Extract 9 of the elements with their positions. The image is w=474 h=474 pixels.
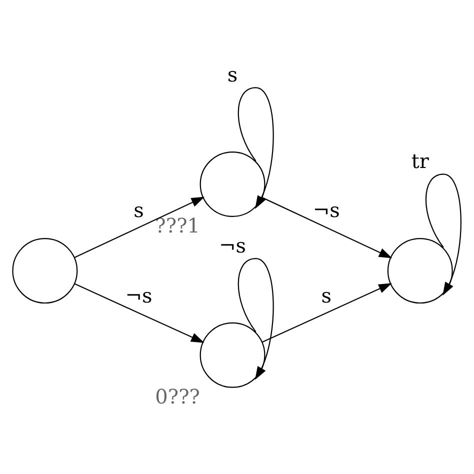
edge-label: s [321, 282, 332, 307]
edge-label: tr [411, 148, 429, 173]
edge-label: ¬s [125, 282, 152, 307]
edge-label: s [134, 197, 144, 222]
node-label: 0??? [155, 384, 200, 408]
edge-label: s [227, 62, 238, 86]
node-label: ???1 [155, 212, 200, 237]
edge-label: ¬s [312, 197, 340, 222]
edge-label: ¬s [219, 232, 246, 257]
